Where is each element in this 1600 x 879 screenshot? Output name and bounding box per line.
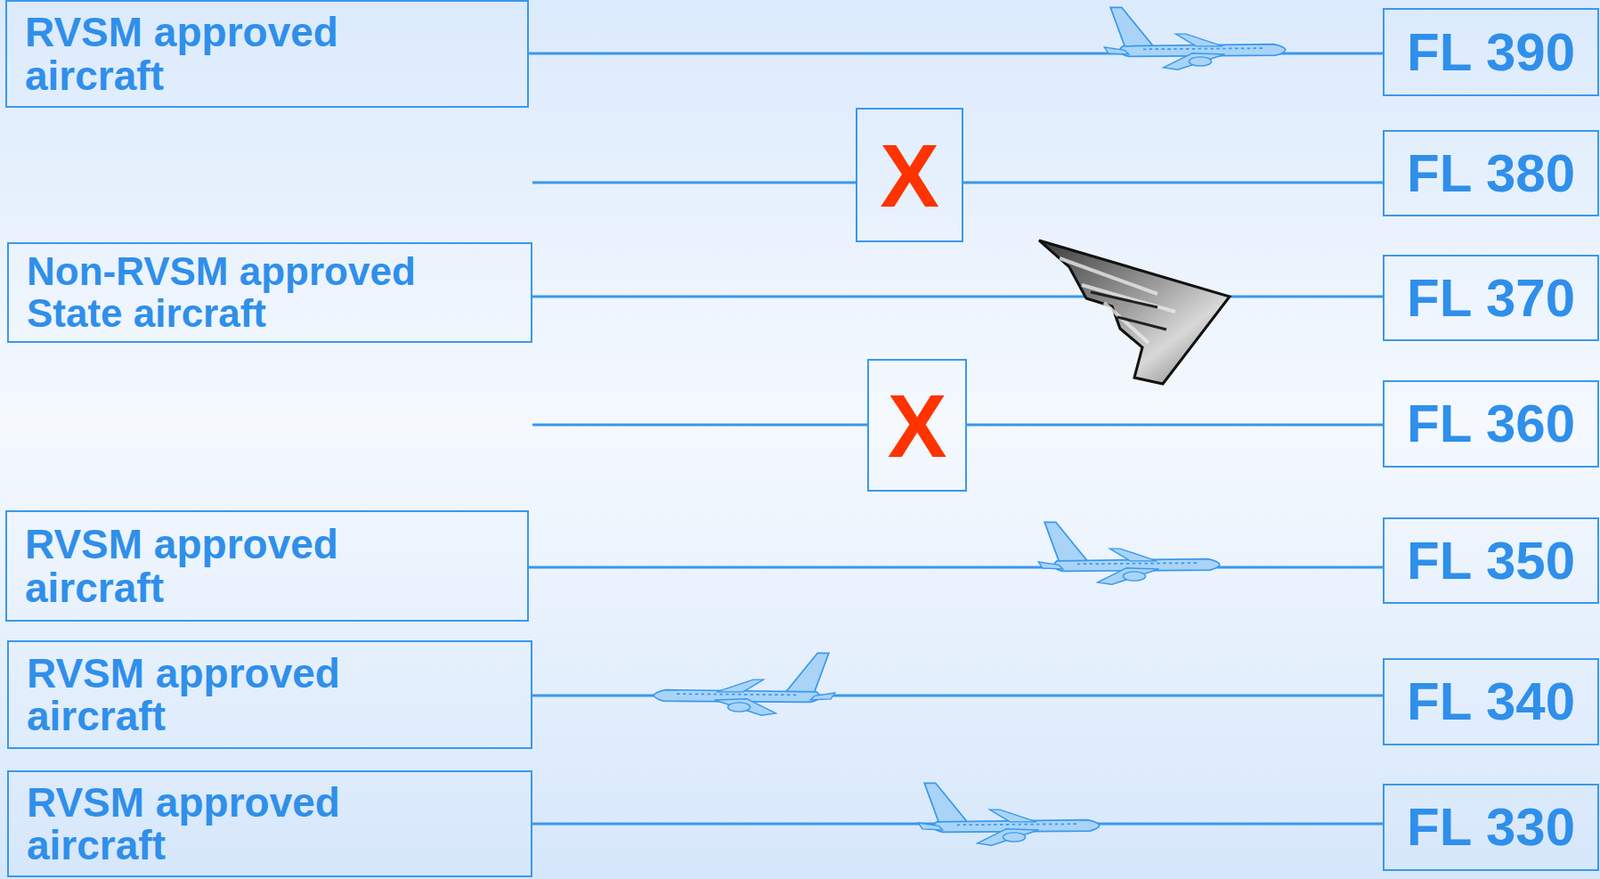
flight-level-line (528, 566, 1383, 569)
flight-level-label: FL 350 (1406, 534, 1576, 588)
aircraft-type-label: RVSM approved aircraft (8, 651, 446, 739)
blocked-level-box: X (855, 107, 964, 243)
flight-level-line (532, 423, 868, 427)
aircraft-type-box: RVSM approved aircraft (5, 510, 529, 622)
airliner-icon (1038, 521, 1219, 585)
flight-level-label: FL 330 (1406, 800, 1576, 854)
aircraft-type-label: Non-RVSM approved State aircraft (8, 251, 446, 333)
flight-level-line (532, 295, 1383, 299)
flight-level-line (532, 181, 856, 185)
airliner-icon (917, 782, 1099, 845)
aircraft-type-label: RVSM approved aircraft (7, 522, 444, 610)
stealth-bomber-icon (1039, 240, 1230, 384)
blocked-mark: X (879, 130, 940, 220)
aircraft-type-box: RVSM approved aircraft (7, 640, 533, 749)
flight-level-box: FL 370 (1382, 254, 1600, 342)
flight-level-line (966, 423, 1383, 427)
flight-level-box: FL 380 (1382, 129, 1600, 217)
flight-level-box: FL 360 (1382, 380, 1600, 468)
airliner-icon (653, 652, 835, 715)
blocked-mark: X (887, 381, 948, 471)
aircraft-type-box: RVSM approved aircraft (7, 770, 533, 878)
flight-level-box: FL 330 (1382, 783, 1600, 871)
flight-level-label: FL 380 (1406, 146, 1576, 201)
flight-level-label: FL 340 (1406, 674, 1576, 729)
flight-level-box: FL 350 (1382, 517, 1600, 604)
aircraft-type-box: Non-RVSM approved State aircraft (7, 242, 533, 343)
flight-level-box: FL 390 (1382, 8, 1600, 97)
airliner-icon (1104, 7, 1285, 70)
aircraft-type-box: RVSM approved aircraft (5, 0, 529, 108)
blocked-level-box: X (867, 358, 967, 492)
flight-level-label: FL 360 (1406, 397, 1576, 451)
flight-level-line (963, 181, 1383, 185)
aircraft-type-label: RVSM approved aircraft (8, 780, 446, 868)
flight-level-box: FL 340 (1382, 657, 1600, 746)
flight-level-label: FL 370 (1406, 271, 1576, 325)
aircraft-type-label: RVSM approved aircraft (7, 10, 444, 98)
flight-level-label: FL 390 (1406, 25, 1576, 80)
